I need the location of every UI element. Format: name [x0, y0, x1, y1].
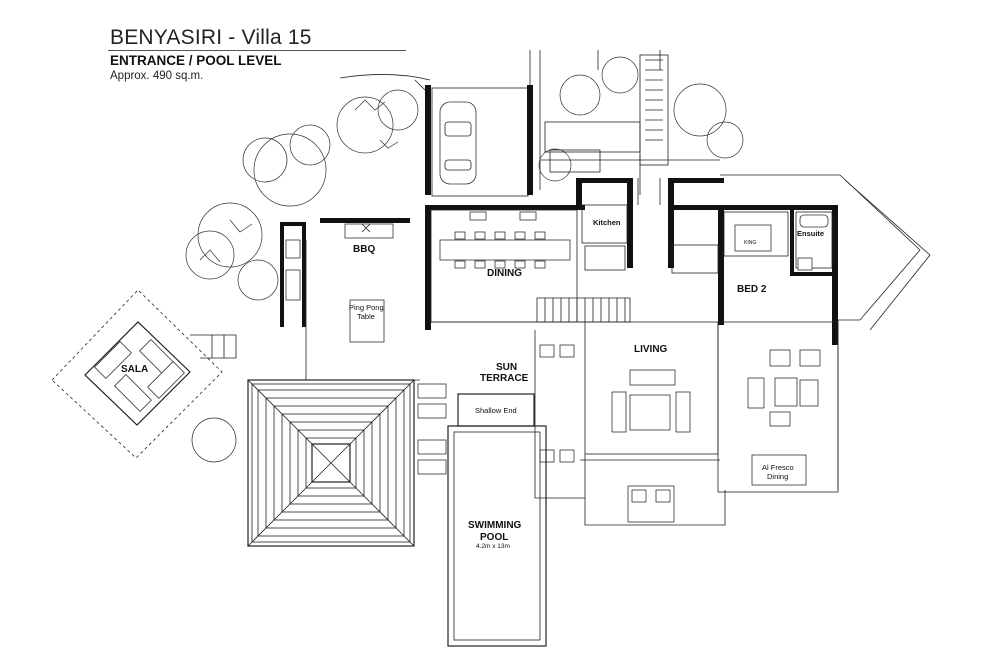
label-al-fresco: Al Fresco — [762, 463, 794, 472]
walls — [280, 85, 838, 345]
room-labels: BBQ Ping Pong Table DINING Kitchen KING … — [121, 218, 824, 550]
living-furniture — [539, 344, 691, 463]
label-king: KING — [744, 240, 756, 246]
label-dining: DINING — [487, 268, 522, 279]
interior-lines — [305, 178, 839, 526]
plan-subtitle: ENTRANCE / POOL LEVEL — [110, 53, 282, 68]
swimming-pool — [447, 393, 547, 647]
alfresco-furniture — [627, 349, 821, 523]
bbq-area — [285, 223, 394, 343]
title-underline — [108, 50, 406, 51]
label-swimming: SWIMMING — [468, 520, 522, 531]
entrance-court — [544, 54, 669, 173]
bedroom-furniture — [734, 214, 829, 271]
pavilion-roof — [247, 379, 415, 547]
label-kitchen: Kitchen — [593, 218, 621, 227]
label-sun: SUN — [496, 362, 517, 373]
landscaping — [185, 56, 744, 463]
label-dining-outdoor: Dining — [767, 472, 788, 481]
label-sala: SALA — [121, 364, 148, 375]
plan-area: Approx. 490 sq.m. — [110, 70, 204, 82]
carport — [431, 87, 529, 197]
sala-deck — [51, 289, 237, 459]
label-pool: POOL — [480, 532, 508, 543]
label-ping-pong-1: Ping Pong — [349, 303, 384, 312]
label-ensuite: Ensuite — [797, 229, 824, 238]
label-ping-pong-2: Table — [357, 312, 375, 321]
dining-table — [439, 211, 571, 269]
label-shallow-end: Shallow End — [475, 406, 517, 415]
plan-title: BENYASIRI - Villa 15 — [110, 26, 312, 49]
label-pool-size: 4.2m x 13m — [476, 543, 510, 550]
label-terrace: TERRACE — [480, 373, 529, 384]
label-bed-2: BED 2 — [737, 284, 767, 295]
label-bbq: BBQ — [353, 244, 375, 255]
car-icon — [439, 101, 477, 185]
label-living: LIVING — [634, 344, 668, 355]
sun-loungers — [417, 383, 447, 475]
